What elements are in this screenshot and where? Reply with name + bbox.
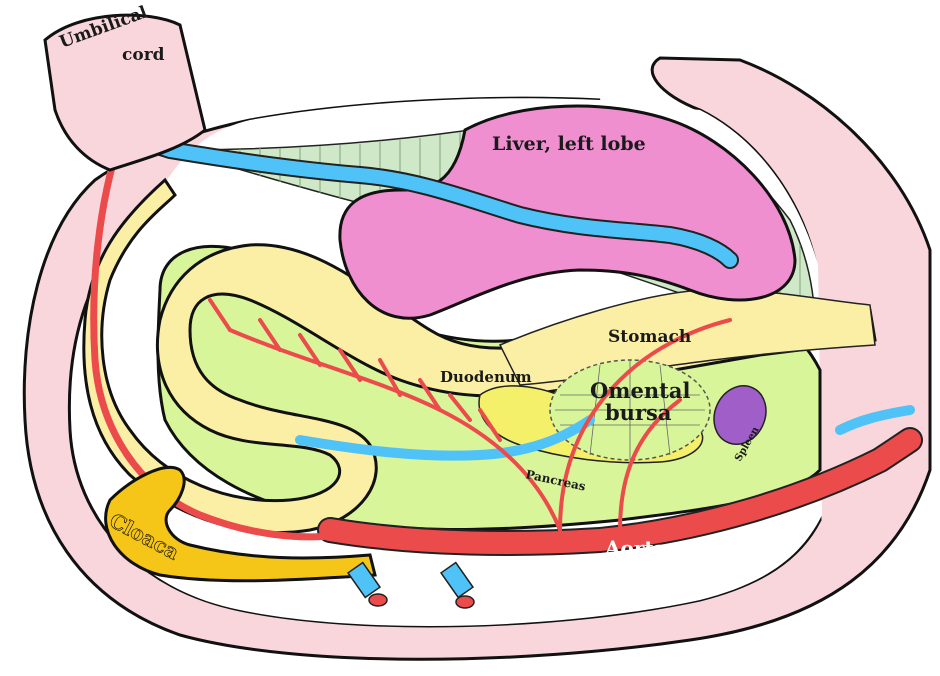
vessel-stubs <box>346 561 475 609</box>
cloaca <box>104 465 377 583</box>
label-stomach: Stomach <box>608 327 691 347</box>
label-duodenum: Duodenum <box>440 368 532 386</box>
label-omental-1: Omental <box>590 378 690 403</box>
label-aorta: Aorta <box>604 536 667 560</box>
portal-vein <box>295 415 595 461</box>
liver-left-lobe <box>338 104 797 320</box>
label-liver: Liver, left lobe <box>492 133 646 155</box>
spleen <box>713 385 767 445</box>
mesenteric-arteries <box>208 298 732 532</box>
aorta-fill <box>319 429 921 554</box>
label-umbilical-cord-2: cord <box>122 45 165 65</box>
vein-branch-right <box>835 405 915 435</box>
umbilical-cord <box>43 13 207 172</box>
label-omental-2: bursa <box>605 400 672 425</box>
umbilical-artery <box>90 138 341 541</box>
